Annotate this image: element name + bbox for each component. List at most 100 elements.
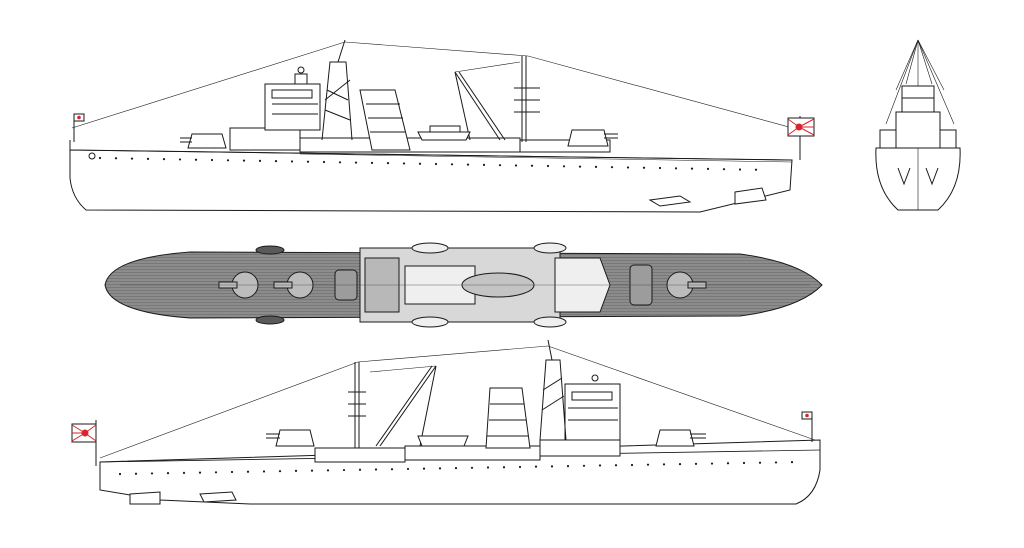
porthole <box>722 168 726 171</box>
porthole <box>98 156 102 160</box>
boat-cover <box>429 125 461 133</box>
bow-front-view <box>875 39 961 211</box>
porthole <box>338 161 342 164</box>
port-naval-ensign <box>71 420 97 466</box>
porthole <box>258 159 262 162</box>
starboard-side-profile <box>69 39 815 213</box>
bow-wing-right <box>939 129 957 149</box>
foremast <box>321 39 353 141</box>
porthole <box>630 463 634 467</box>
rigging-lines <box>71 41 801 131</box>
porthole <box>370 161 374 164</box>
porthole <box>774 461 778 464</box>
funnel <box>359 89 411 151</box>
porthole <box>150 472 154 475</box>
porthole <box>374 468 378 471</box>
porthole <box>646 463 650 466</box>
porthole <box>178 158 182 161</box>
porthole <box>578 165 582 168</box>
porthole <box>310 469 314 472</box>
jack-bow <box>73 113 85 142</box>
porthole <box>710 462 714 465</box>
porthole <box>242 159 246 162</box>
port-aft-deckhouse <box>314 447 406 463</box>
porthole <box>342 468 346 472</box>
turret-1 <box>180 133 227 149</box>
porthole <box>326 469 330 472</box>
porthole <box>658 166 662 170</box>
forward-deckhouse <box>229 127 301 151</box>
porthole <box>198 471 202 474</box>
porthole <box>246 470 250 473</box>
port-propeller-guard <box>199 491 237 503</box>
port-funnel <box>485 387 531 449</box>
porthole <box>614 464 618 467</box>
porthole <box>210 158 214 162</box>
port-portholes <box>118 461 794 476</box>
port-turret-fwd <box>655 429 706 447</box>
porthole <box>726 462 730 465</box>
porthole <box>530 164 534 167</box>
bow-wing-left <box>879 129 897 149</box>
porthole <box>754 168 758 171</box>
bow-rigging <box>885 39 955 125</box>
porthole <box>450 163 454 166</box>
porthole <box>674 167 678 170</box>
porthole <box>486 466 490 469</box>
porthole <box>690 167 694 170</box>
porthole <box>306 160 310 163</box>
propeller-guard <box>648 195 692 207</box>
deck-plan-view <box>104 242 823 328</box>
porthole <box>482 163 486 166</box>
porthole <box>610 166 614 169</box>
port-boat <box>417 435 469 447</box>
porthole <box>738 168 742 171</box>
porthole <box>386 162 390 165</box>
porthole <box>498 164 502 167</box>
starboard-portholes <box>98 156 758 171</box>
port-rudder <box>129 491 161 505</box>
porthole <box>278 470 282 473</box>
naval-ensign-stern <box>787 116 815 160</box>
starboard-hull <box>69 140 793 213</box>
porthole <box>390 468 394 471</box>
port-hull <box>99 439 821 505</box>
porthole <box>466 163 470 166</box>
porthole <box>454 466 458 470</box>
porthole <box>566 464 570 468</box>
porthole <box>294 469 298 472</box>
porthole <box>678 463 682 466</box>
cutter-starboard <box>411 316 449 328</box>
port-forward-deckhouse <box>539 439 621 457</box>
porthole <box>470 466 474 469</box>
porthole <box>114 157 118 160</box>
porthole <box>146 157 150 160</box>
anchor-mark <box>88 152 96 160</box>
porthole <box>546 164 550 168</box>
porthole <box>182 471 186 474</box>
porthole <box>194 158 198 161</box>
port-turret-aft <box>266 429 315 447</box>
porthole <box>594 165 598 168</box>
porthole <box>598 464 602 467</box>
porthole <box>322 160 326 164</box>
side-item-starboard <box>255 315 285 325</box>
porthole <box>694 462 698 465</box>
porthole <box>434 162 438 166</box>
porthole <box>226 159 230 162</box>
porthole <box>518 465 522 469</box>
porthole <box>162 158 166 161</box>
porthole <box>562 165 566 168</box>
bow-bridge-top <box>901 85 935 113</box>
porthole <box>514 164 518 167</box>
launch-starboard <box>533 316 567 328</box>
porthole <box>418 162 422 165</box>
port-crane <box>375 365 437 447</box>
port-jack <box>801 411 813 442</box>
porthole <box>790 461 794 464</box>
porthole <box>626 166 630 169</box>
porthole <box>406 467 410 471</box>
porthole <box>230 470 234 474</box>
porthole <box>166 472 170 475</box>
